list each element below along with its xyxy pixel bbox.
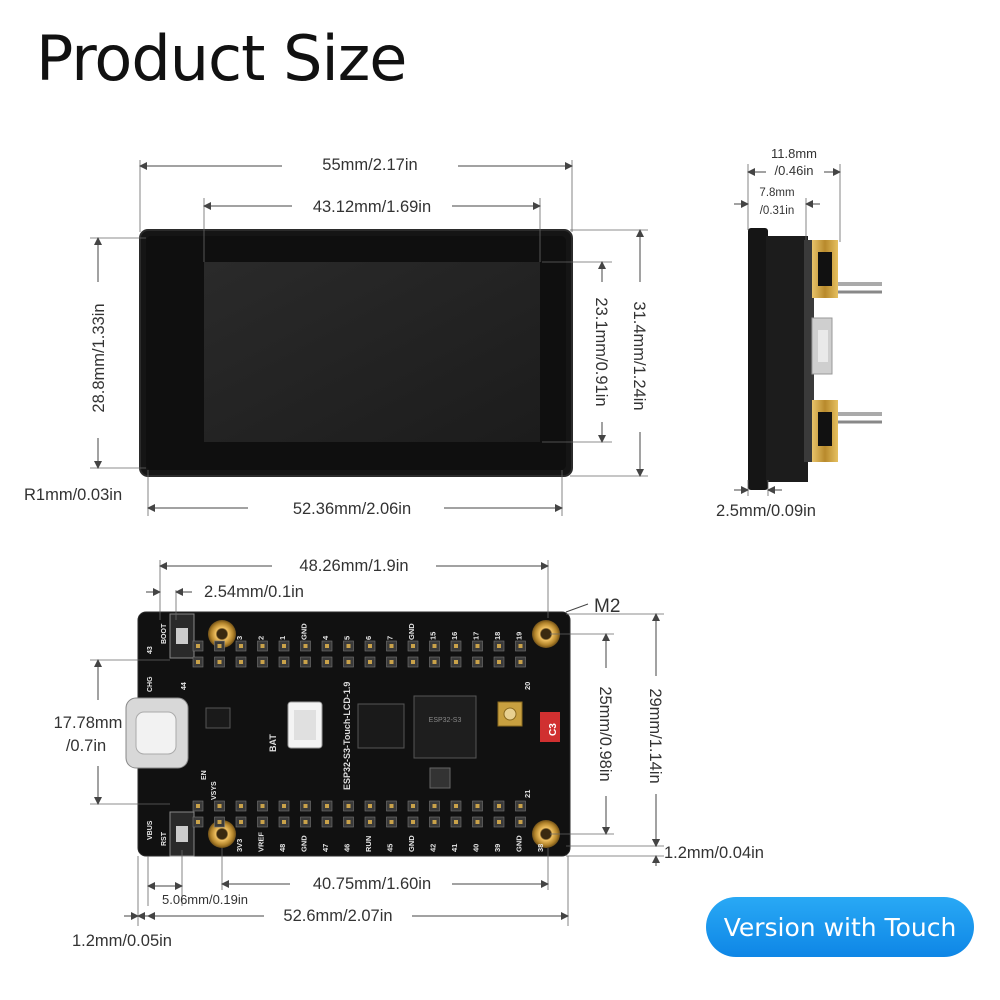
board-depth-label-in: /0.31in bbox=[760, 205, 795, 217]
total-depth-label-in: /0.46in bbox=[774, 163, 813, 178]
glass-side bbox=[748, 228, 768, 490]
top-pin-label: GND bbox=[300, 623, 309, 640]
top-pin-label: 17 bbox=[472, 632, 481, 640]
lcd-active-area bbox=[204, 262, 540, 442]
svg-text:ESP32-S3: ESP32-S3 bbox=[429, 717, 462, 724]
bottom-margin-label: 1.2mm/0.04in bbox=[664, 844, 764, 862]
mount-hole-br bbox=[532, 820, 560, 848]
left-silkscreen-label: VBUS bbox=[147, 820, 154, 840]
glass-thickness-label: 2.5mm/0.09in bbox=[716, 502, 816, 520]
bottom-pin-label: GND bbox=[407, 835, 416, 852]
board-depth-label-mm: 7.8mm bbox=[759, 187, 794, 199]
top-pin-label: 7 bbox=[386, 636, 395, 640]
total-depth-label-mm: 11.8mm bbox=[771, 146, 817, 161]
top-pin-label: 19 bbox=[515, 632, 524, 640]
hole-spacing-h-label: 40.75mm/1.60in bbox=[313, 875, 431, 893]
left-silkscreen-label: 43 bbox=[147, 646, 154, 654]
board-width-label: 52.6mm/2.07in bbox=[283, 907, 392, 925]
bottom-pin-label: GND bbox=[300, 835, 309, 852]
bottom-pin-label: GND bbox=[515, 835, 524, 852]
pin-span-label: 48.26mm/1.9in bbox=[299, 557, 408, 575]
left-margin-label: 1.2mm/0.05in bbox=[72, 932, 172, 950]
hole-size-label: M2 bbox=[594, 596, 620, 617]
bottom-pin-label: 38 bbox=[536, 844, 545, 852]
bottom-pin-label-right: 21 bbox=[523, 790, 532, 798]
mount-hole-tr bbox=[532, 620, 560, 648]
overall-width-label: 55mm/2.17in bbox=[322, 156, 417, 174]
top-pin-label: 2 bbox=[257, 636, 266, 640]
left-silkscreen-label: VSYS bbox=[211, 781, 218, 800]
bottom-pin-label: 3V3 bbox=[235, 839, 244, 852]
bottom-width-label: 52.36mm/2.06in bbox=[293, 500, 411, 518]
overall-height-label: 31.4mm/1.24in bbox=[630, 301, 648, 410]
c3-capacitor bbox=[540, 712, 560, 742]
hole-spacing-v-label: 25mm/0.98in bbox=[596, 686, 614, 781]
top-pin-label: 5 bbox=[343, 636, 352, 640]
top-pin-label: GND bbox=[407, 623, 416, 640]
version-badge: Version with Touch bbox=[706, 897, 974, 957]
bottom-pin-label: 40 bbox=[472, 844, 481, 852]
left-offset-label: 5.06mm/0.19in bbox=[162, 892, 248, 907]
flash-chip bbox=[357, 703, 405, 749]
left-silkscreen-label: BOOT bbox=[161, 623, 168, 644]
top-pin-label: 16 bbox=[450, 632, 459, 640]
inner-height-label: 28.8mm/1.33in bbox=[90, 303, 108, 412]
display-width-label: 43.12mm/1.69in bbox=[313, 198, 431, 216]
left-silkscreen-label: CHG bbox=[147, 676, 154, 692]
bottom-pin-label: 39 bbox=[493, 844, 502, 852]
bottom-pin-label: VREF bbox=[257, 832, 266, 852]
bottom-pin-label: RUN bbox=[364, 836, 373, 852]
c3-silkscreen: C3 bbox=[548, 723, 559, 736]
top-pin-label: 15 bbox=[429, 632, 438, 640]
front-view: 55mm/2.17in 43.12mm/1.69in 28.8mm/1.33in… bbox=[24, 156, 648, 518]
board-name-silkscreen: ESP32-S3-Touch-LCD-1.9 bbox=[342, 682, 352, 790]
top-pin-label: 4 bbox=[321, 635, 330, 640]
board-height-label: 29mm/1.14in bbox=[646, 688, 664, 783]
pcb-side bbox=[804, 240, 814, 462]
bat-silkscreen: BAT bbox=[268, 734, 278, 752]
display-height-label: 23.1mm/0.91in bbox=[592, 297, 610, 406]
pin-pitch-label: 2.54mm/0.1in bbox=[204, 583, 304, 601]
side-view: 11.8mm /0.46in 7.8mm /0.31in 2.5mm/0.09i… bbox=[716, 146, 882, 520]
top-pin-label: 3 bbox=[235, 636, 244, 640]
esp32-chip bbox=[413, 695, 477, 759]
header-spacing-label-in: /0.7in bbox=[66, 737, 106, 755]
top-pin-label: 6 bbox=[364, 636, 373, 640]
left-silkscreen-label: EN bbox=[201, 770, 208, 780]
power-ic bbox=[205, 707, 231, 729]
top-pin-label-right: 20 bbox=[523, 682, 532, 690]
bottom-pin-label: 45 bbox=[386, 844, 395, 852]
left-silkscreen-label: 44 bbox=[181, 682, 188, 690]
bottom-pin-label: 47 bbox=[321, 844, 330, 852]
bottom-pin-label: 42 bbox=[429, 844, 438, 852]
left-silkscreen-label: RST bbox=[161, 831, 168, 846]
bottom-pin-label: 41 bbox=[450, 844, 459, 852]
bottom-pin-label: 46 bbox=[343, 844, 352, 852]
header-spacing-label-mm: 17.78mm bbox=[54, 714, 123, 732]
top-pin-label: 18 bbox=[493, 632, 502, 640]
bottom-pin-label: 48 bbox=[278, 844, 287, 852]
corner-radius-label: R1mm/0.03in bbox=[24, 486, 122, 504]
top-pin-label: 1 bbox=[278, 636, 287, 640]
page-title: Product Size bbox=[36, 22, 407, 95]
